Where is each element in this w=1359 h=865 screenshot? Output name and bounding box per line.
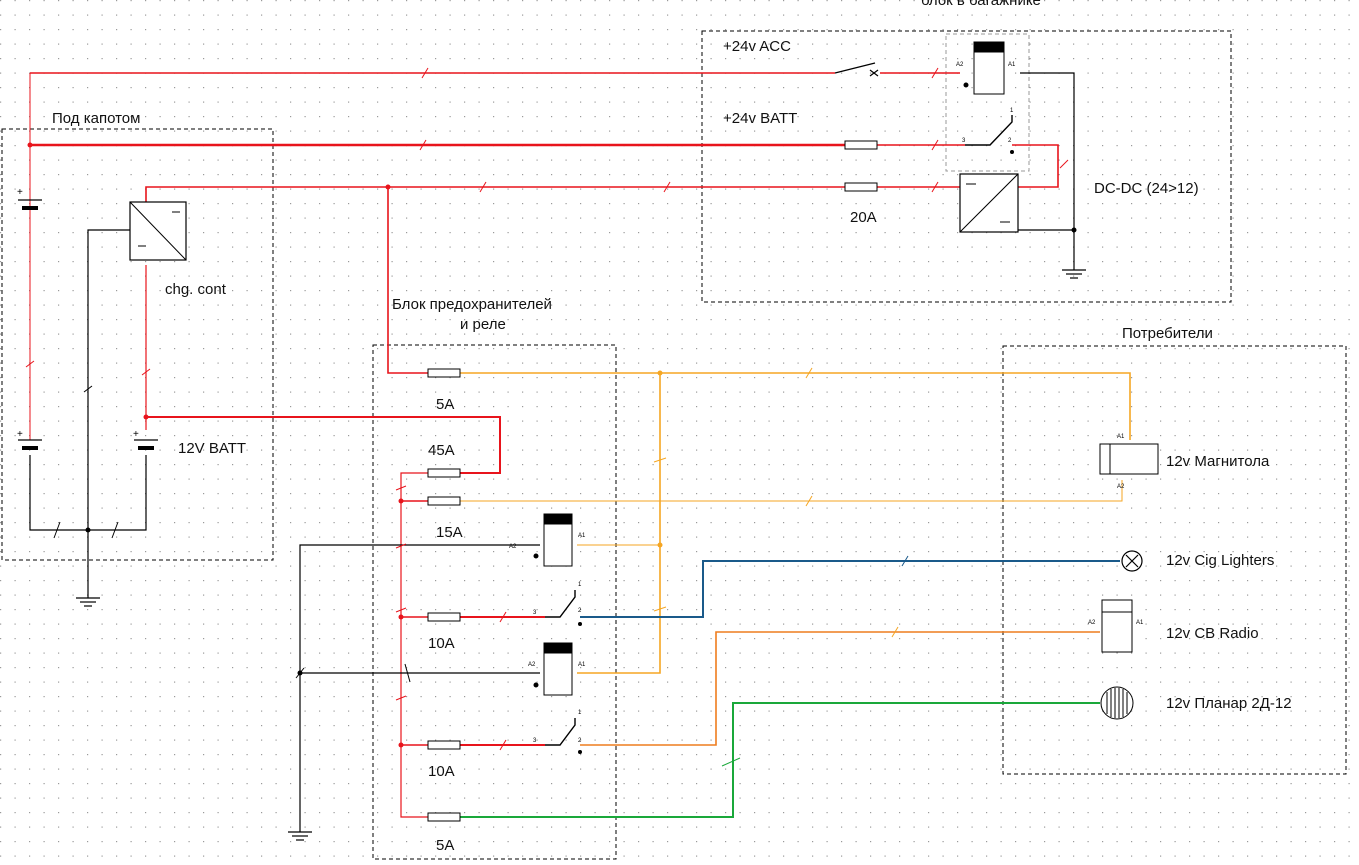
group-boxes <box>1 30 1347 860</box>
consumers-title: Потребители <box>1122 325 1213 342</box>
svg-text:A2: A2 <box>1088 620 1096 626</box>
fuses <box>427 140 878 822</box>
blue-wire <box>580 560 1120 618</box>
consumer-cig-lighter <box>1121 550 1143 572</box>
label-cb-radio: 12v CB Radio <box>1166 625 1259 642</box>
consumer-cb-radio <box>1101 599 1133 653</box>
svg-text:1: 1 <box>578 582 582 588</box>
svg-text:1: 1 <box>578 710 582 716</box>
batteries <box>18 199 158 450</box>
svg-text:A2: A2 <box>956 62 964 68</box>
label-24v-acc: +24v ACC <box>723 38 791 55</box>
label-planar: 12v Планар 2Д-12 <box>1166 695 1292 712</box>
svg-text:A2: A2 <box>1117 484 1125 490</box>
relay-coils <box>533 41 1005 696</box>
fuse-15a <box>427 496 461 506</box>
label-fuse-5a-top: 5A <box>436 396 455 413</box>
ground-symbols <box>76 269 1086 841</box>
svg-text:3: 3 <box>533 610 537 616</box>
label-magnitola: 12v Магнитола <box>1166 453 1270 470</box>
svg-text:2: 2 <box>578 608 582 614</box>
trunk-block-title: блок в багажнике <box>921 0 1041 9</box>
svg-text:2: 2 <box>578 738 582 744</box>
under-hood-box <box>1 128 274 561</box>
label-12v-batt: 12V BATT <box>178 440 247 457</box>
label-fuse-10a-2: 10A <box>428 763 455 780</box>
relay-switches <box>545 115 1013 746</box>
fuse-5a-bottom <box>427 812 461 822</box>
fuse-5a-top <box>427 368 461 378</box>
relay-coil-1 <box>533 513 573 567</box>
svg-text:+: + <box>133 429 139 440</box>
consumers-box <box>1002 345 1347 775</box>
junction-dots-orange <box>657 370 663 548</box>
label-24v-batt: +24v BATT <box>723 110 798 127</box>
fuse-block-title: Блок предохранителей <box>392 296 552 313</box>
svg-text:A1: A1 <box>1117 434 1125 440</box>
svg-text:+: + <box>17 187 23 198</box>
label-fuse-5a-bottom: 5A <box>436 837 455 854</box>
wire-tick-green <box>721 757 741 767</box>
battery-plus-signs: + + + <box>17 187 139 440</box>
svg-text:2: 2 <box>1008 138 1012 144</box>
consumer-planar-heater <box>1100 686 1134 720</box>
svg-text:+: + <box>17 429 23 440</box>
label-fuse-45a: 45A <box>428 442 455 459</box>
svg-text:3: 3 <box>962 138 966 144</box>
orange-cb-wire <box>580 631 1100 746</box>
wire-ticks-orange <box>653 367 899 638</box>
under-hood-title: Под капотом <box>52 110 141 127</box>
svg-text:3: 3 <box>533 738 537 744</box>
green-wire <box>460 702 1100 818</box>
label-cig-lighters: 12v Cig Lighters <box>1166 552 1275 569</box>
relay-contact-dots <box>578 150 1014 754</box>
trunk-block-box <box>701 30 1232 303</box>
fuse-10a-1 <box>427 612 461 622</box>
label-fuse-10a-1: 10A <box>428 635 455 652</box>
junction-dots-red <box>27 142 404 748</box>
fuse-block-box <box>372 344 617 860</box>
label-fuse-15a: 15A <box>436 524 463 541</box>
charge-controller <box>129 201 187 261</box>
acc-switch <box>834 62 879 77</box>
svg-text:A1: A1 <box>1136 620 1144 626</box>
consumer-magnitola <box>1099 443 1159 475</box>
fuse-10a-2 <box>427 740 461 750</box>
orange-wires <box>460 372 1131 674</box>
relay-coil-trunk <box>963 41 1005 95</box>
label-fuse-20a: 20A <box>850 209 877 226</box>
fuse-block-title-2: и реле <box>460 316 506 333</box>
label-dc-dc: DC-DC (24>12) <box>1094 180 1199 197</box>
wire-tick-blue <box>901 555 909 567</box>
dc-dc-converter <box>959 173 1019 233</box>
label-chg-cont: chg. cont <box>165 281 226 298</box>
svg-text:A2: A2 <box>509 544 517 550</box>
fuse-45a <box>427 468 461 478</box>
svg-text:A1: A1 <box>1008 62 1016 68</box>
fuse-20a <box>844 182 878 192</box>
svg-text:A1: A1 <box>578 662 586 668</box>
svg-text:A1: A1 <box>578 533 586 539</box>
relay-sub-box <box>945 33 1030 172</box>
wire-ticks-red <box>25 67 1069 751</box>
svg-text:A2: A2 <box>528 662 536 668</box>
wire-ticks-black <box>53 385 411 683</box>
fuse-24v-batt <box>844 140 878 150</box>
svg-text:1: 1 <box>1010 108 1014 114</box>
relay-coil-2 <box>533 642 573 696</box>
